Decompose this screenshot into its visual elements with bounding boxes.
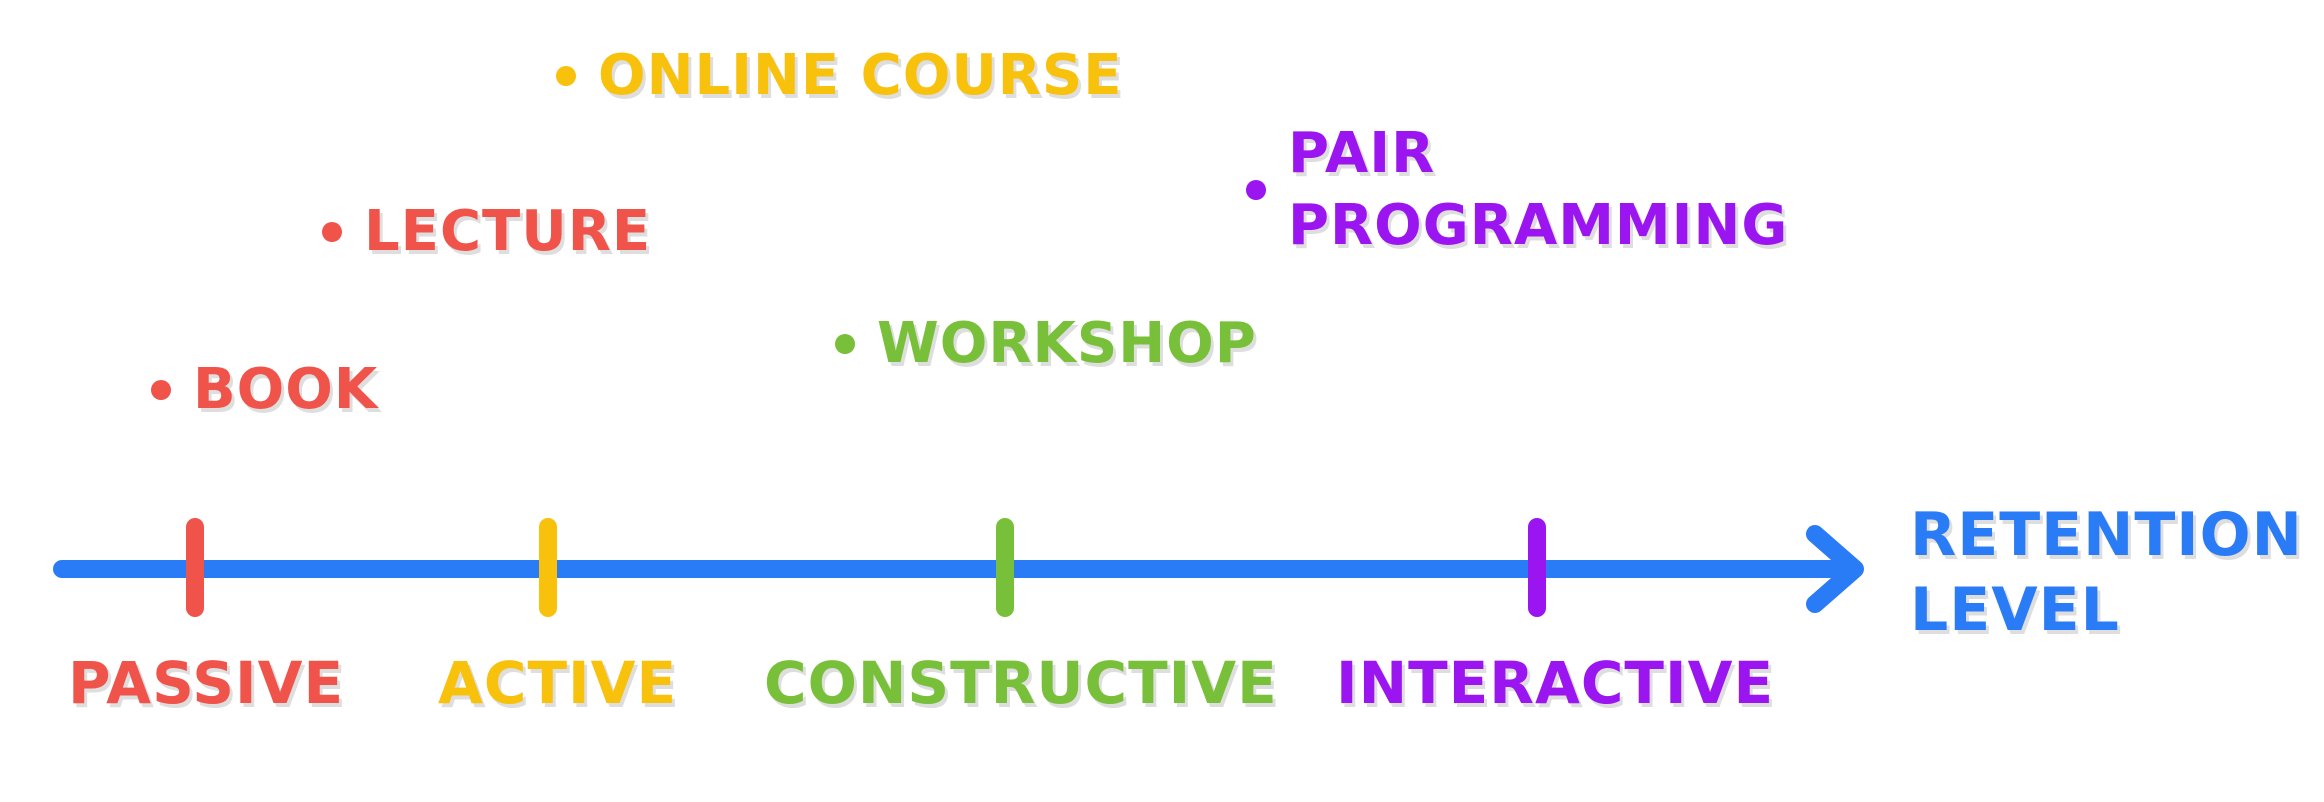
bullet-dot xyxy=(556,65,576,86)
axis-arrowhead xyxy=(1806,525,1864,613)
item-pair-programming-line2: PROGRAMMING xyxy=(1288,192,1789,258)
item-workshop: WORKSHOP xyxy=(835,308,1257,380)
item-pair-programming-label: PAIR PROGRAMMING xyxy=(1288,118,1788,261)
axis-label: RETENTION LEVEL xyxy=(1910,498,2303,648)
axis-label-line2: LEVEL xyxy=(1910,575,2120,645)
item-book-label: BOOK xyxy=(193,357,379,422)
axis-label-line1: RETENTION xyxy=(1910,500,2303,570)
item-online-course: ONLINE COURSE xyxy=(556,40,1123,112)
bullet-dot xyxy=(1246,179,1266,200)
level-label-interactive: INTERACTIVE xyxy=(1336,649,1775,717)
item-online-course-label: ONLINE COURSE xyxy=(598,43,1123,108)
bullet-dot xyxy=(322,221,342,242)
item-workshop-label: WORKSHOP xyxy=(877,311,1257,376)
item-book: BOOK xyxy=(151,354,378,426)
item-pair-programming: PAIR PROGRAMMING xyxy=(1246,118,1788,261)
bullet-dot xyxy=(835,333,855,354)
bullet-dot xyxy=(151,379,171,400)
level-label-active: ACTIVE xyxy=(438,649,678,717)
level-label-constructive: CONSTRUCTIVE xyxy=(764,649,1278,717)
item-lecture-label: LECTURE xyxy=(364,199,652,264)
item-lecture: LECTURE xyxy=(322,196,651,268)
level-label-passive: PASSIVE xyxy=(68,649,345,717)
item-pair-programming-line1: PAIR xyxy=(1288,121,1436,186)
